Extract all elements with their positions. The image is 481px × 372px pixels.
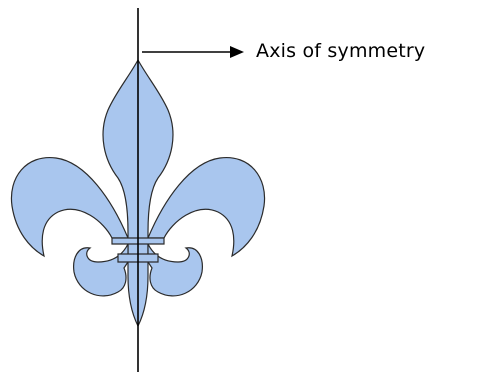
arrow-right-icon — [230, 46, 244, 58]
axis-of-symmetry-label: Axis of symmetry — [256, 40, 425, 62]
